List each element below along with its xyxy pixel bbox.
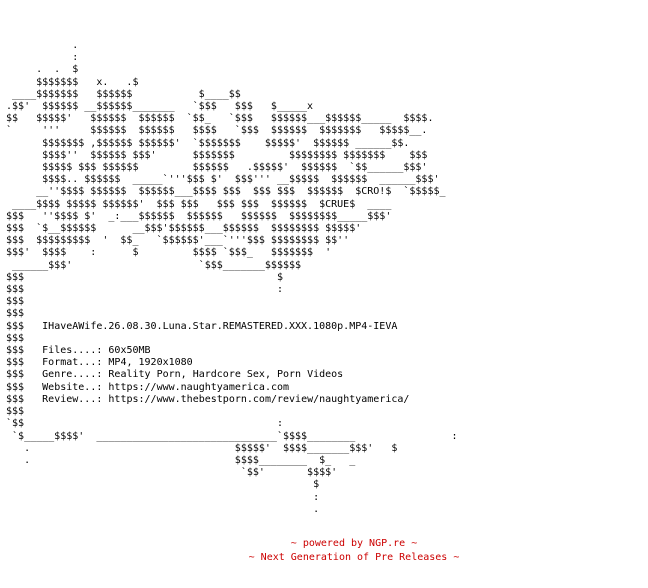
release-title: IHaveAWife.26.08.30.Luna.Star.REMASTERED… xyxy=(42,320,398,332)
nfo-text: . : . . $ $$$$$$$ x. .$ ____$$$$$$$ $$$$… xyxy=(0,40,648,516)
ascii-logo: . : . . $ $$$$$$$ x. .$ ____$$$$$$$ $$$$… xyxy=(6,40,446,320)
field-value: Reality Porn, Hardcore Sex, Porn Videos xyxy=(108,369,344,381)
side-rail: $$$ xyxy=(0,357,43,369)
side-rail: $$$ xyxy=(0,381,43,393)
footer-powered-by: ~ powered by NGP.re ~ xyxy=(290,538,418,549)
side-rail: $$$ xyxy=(0,332,25,344)
release-field: $$$ Files....: 60x50MB xyxy=(0,345,151,356)
side-rail: $$$ xyxy=(0,393,43,405)
field-value: 60x50MB xyxy=(108,345,151,357)
field-label: Website..: xyxy=(42,381,103,393)
field-value: https://www.naughtyamerica.com xyxy=(108,381,290,393)
release-field: $$$ Review...: https://www.thebestporn.c… xyxy=(0,394,409,405)
field-label: Genre....: xyxy=(42,369,103,381)
release-field: $$$ Genre....: Reality Porn, Hardcore Se… xyxy=(0,369,343,380)
release-field: $$$ Website..: https://www.naughtyameric… xyxy=(0,382,289,393)
side-rail: $$$ xyxy=(0,320,43,332)
field-label: Files....: xyxy=(42,345,103,357)
ascii-bottom-art: $$$ `$$ : `$_____$$$$' _________________… xyxy=(6,406,458,515)
field-value: https://www.thebestporn.com/review/naugh… xyxy=(108,393,410,405)
field-label: Format...: xyxy=(42,357,103,369)
side-rail: $$$ xyxy=(0,345,43,357)
side-rail: $$$ xyxy=(0,369,43,381)
release-field: $$$ Format...: MP4, 1920x1080 xyxy=(0,357,193,368)
footer-tagline: ~ Next Generation of Pre Releases ~ xyxy=(248,552,460,563)
field-label: Review...: xyxy=(42,393,103,405)
field-value: MP4, 1920x1080 xyxy=(108,357,193,369)
